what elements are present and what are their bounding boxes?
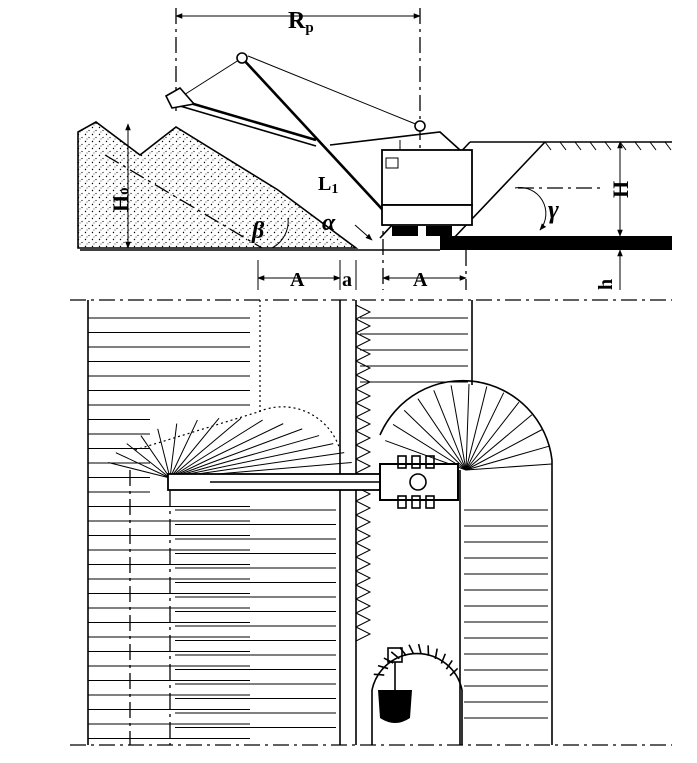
elevation-view: Rp A a A Ho H bbox=[78, 8, 672, 291]
saw-tooth bbox=[356, 599, 370, 613]
saw-tooth bbox=[356, 305, 370, 319]
saw-tooth bbox=[356, 543, 370, 557]
label-H: H bbox=[608, 181, 633, 198]
saw-tooth bbox=[356, 613, 370, 627]
boom-sheave bbox=[237, 53, 247, 63]
label-l1: L1 bbox=[318, 173, 338, 197]
saw-tooth bbox=[356, 431, 370, 445]
dipper-stick-2 bbox=[180, 106, 316, 146]
fan-line-right bbox=[466, 415, 532, 470]
saw-tooth bbox=[356, 417, 370, 431]
label-a-right: A bbox=[413, 269, 428, 291]
label-gamma: γ bbox=[548, 195, 559, 224]
fan-line-right bbox=[466, 384, 469, 470]
saw-tooth bbox=[356, 445, 370, 459]
label-a-small: a bbox=[342, 269, 352, 291]
saw-tooth bbox=[356, 347, 370, 361]
arc-tooth bbox=[374, 674, 384, 675]
label-a-left: A bbox=[290, 269, 305, 291]
machine-plan bbox=[380, 464, 458, 500]
dipper-stick bbox=[180, 100, 316, 140]
gantry bbox=[330, 132, 460, 150]
label-alpha: α bbox=[322, 210, 336, 236]
saw-tooth bbox=[356, 585, 370, 599]
label-h: h bbox=[595, 279, 617, 290]
arc-tooth bbox=[409, 645, 414, 654]
saw-tooth bbox=[356, 361, 370, 375]
fan-line-right bbox=[466, 446, 549, 470]
crawler-tracks bbox=[392, 226, 452, 236]
saw-tooth bbox=[356, 389, 370, 403]
saw-tooth bbox=[356, 529, 370, 543]
swing-fan-lines bbox=[108, 384, 551, 478]
second-machine-bucket bbox=[378, 690, 412, 723]
alpha-arrow bbox=[355, 225, 372, 240]
gantry-sheave bbox=[415, 121, 425, 131]
saw-tooth bbox=[356, 403, 370, 417]
spoil-heap bbox=[78, 122, 356, 248]
crawler-base bbox=[382, 205, 472, 225]
coal-seam bbox=[440, 236, 672, 250]
saw-tooth bbox=[356, 501, 370, 515]
saw-tooth bbox=[356, 515, 370, 529]
hatch-left bbox=[88, 318, 250, 739]
saw-tooth bbox=[356, 571, 370, 585]
trench-sawtooth bbox=[356, 305, 370, 641]
saw-tooth bbox=[356, 333, 370, 347]
plan-view bbox=[70, 300, 672, 745]
ground-hatch bbox=[545, 142, 671, 150]
fan-line bbox=[158, 429, 170, 478]
arc-tooth bbox=[391, 652, 399, 659]
arc-tooth bbox=[419, 644, 422, 654]
saw-tooth bbox=[356, 459, 370, 473]
saw-tooth bbox=[356, 627, 370, 641]
label-rp: Rp bbox=[288, 8, 314, 36]
dump-arc bbox=[135, 407, 340, 450]
lower-sawtooth bbox=[374, 644, 458, 676]
fan-line-right bbox=[466, 464, 552, 470]
saw-tooth bbox=[356, 319, 370, 333]
label-beta: β bbox=[251, 218, 265, 244]
fan-line-right bbox=[466, 430, 542, 470]
fan-line-right bbox=[466, 393, 504, 470]
angle-gamma-arc bbox=[515, 188, 546, 230]
saw-tooth bbox=[356, 557, 370, 571]
